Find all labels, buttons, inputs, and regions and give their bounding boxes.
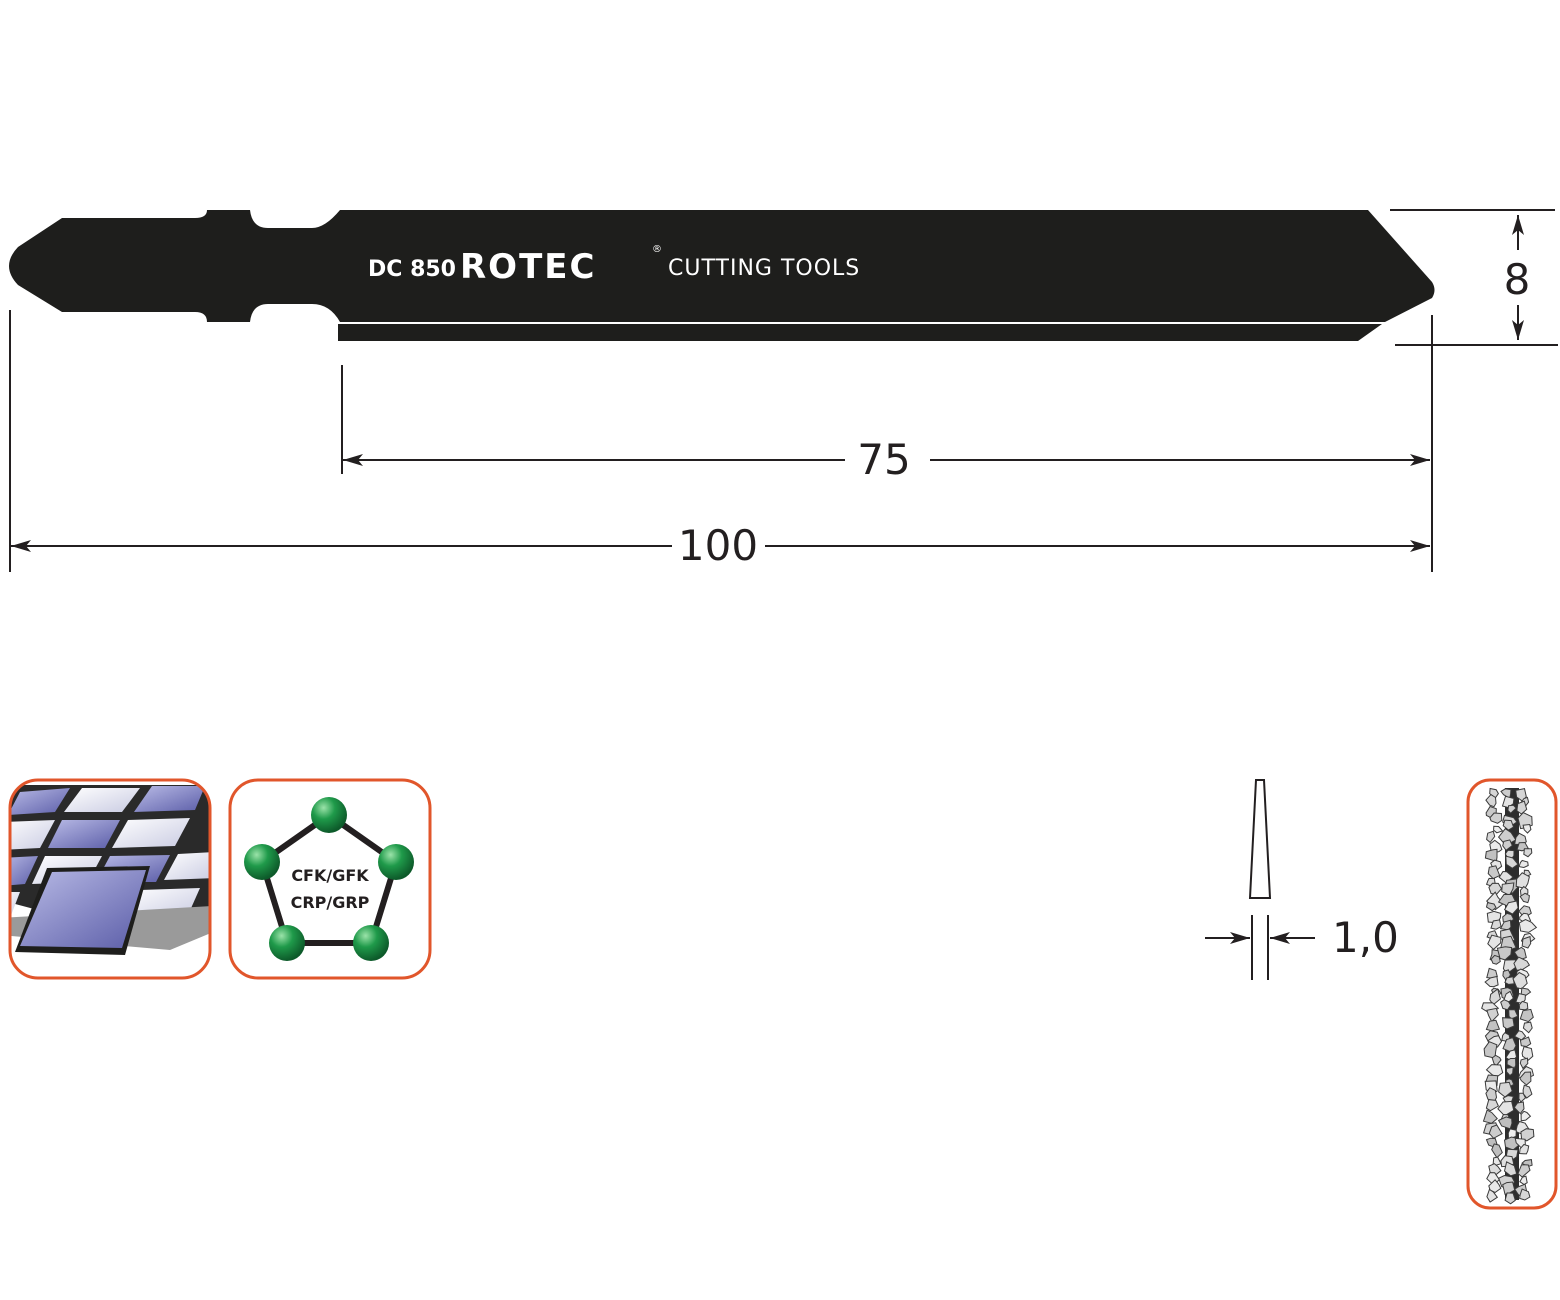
grit-chip xyxy=(1518,1143,1530,1155)
grit-chip xyxy=(1517,1164,1531,1178)
grit-chip xyxy=(1507,804,1517,814)
diamond-grit-icon xyxy=(1466,778,1558,1210)
grit-chip xyxy=(1521,1045,1534,1061)
registered-mark: ® xyxy=(652,244,662,255)
thickness-profile xyxy=(1205,779,1315,980)
grit-chip xyxy=(1503,900,1519,915)
grit-chip xyxy=(1518,1000,1529,1011)
grit-chip xyxy=(1522,1084,1533,1099)
grit-chip xyxy=(1518,1092,1527,1103)
grit-chip xyxy=(1488,1179,1502,1193)
grit-chip xyxy=(1503,1161,1518,1177)
fibre-composite-icon xyxy=(228,778,432,980)
grit-chip xyxy=(1522,823,1532,834)
grit-chip xyxy=(1490,954,1501,965)
grit-chip xyxy=(1485,902,1497,912)
blade-tooth-edge xyxy=(338,324,1382,341)
grit-chip xyxy=(1490,919,1502,930)
grit-chip xyxy=(1505,855,1519,869)
grit-chip xyxy=(1504,1192,1516,1205)
grit-chip xyxy=(1484,975,1499,988)
grit-chip xyxy=(1487,934,1502,951)
grit-chip xyxy=(1482,1109,1498,1124)
grit-chip xyxy=(1519,1071,1532,1086)
grit-chip xyxy=(1505,1066,1514,1077)
grit-chip xyxy=(1519,892,1530,904)
grit-chip xyxy=(1518,919,1538,933)
grit-chip xyxy=(1489,787,1499,799)
grit-chip xyxy=(1520,1128,1535,1142)
grit-chip xyxy=(1506,1058,1517,1069)
grit-chip xyxy=(1519,1188,1531,1201)
extension-lines xyxy=(9,310,1433,572)
grit-chip xyxy=(1489,812,1503,824)
grit-chip xyxy=(1485,1099,1500,1112)
total-length-value: 100 xyxy=(678,521,758,570)
grit-chip xyxy=(1502,839,1513,852)
grit-chip xyxy=(1519,1057,1529,1070)
brand-logo: ROTEC xyxy=(460,247,596,287)
thickness-value: 1,0 xyxy=(1332,913,1399,962)
grit-chip xyxy=(1500,999,1512,1011)
blade-shank xyxy=(9,210,1435,322)
grit-chip xyxy=(1488,1124,1503,1139)
grit-chip xyxy=(1522,1021,1533,1034)
grit-chip xyxy=(1521,935,1532,949)
grit-chip xyxy=(1489,988,1501,1006)
grit-chip xyxy=(1518,859,1529,869)
grit-chip xyxy=(1502,1017,1515,1030)
grit-chip xyxy=(1513,1101,1525,1115)
grit-chip xyxy=(1519,1036,1532,1048)
grit-chip xyxy=(1485,1019,1501,1032)
brand-tagline: CUTTING TOOLS xyxy=(668,256,860,281)
grit-chip xyxy=(1486,1188,1499,1203)
grit-chip xyxy=(1523,848,1533,858)
working-length-value: 75 xyxy=(857,435,910,484)
grit-chip xyxy=(1504,976,1515,985)
grit-chip xyxy=(1493,825,1504,834)
grit-chip xyxy=(1520,1110,1532,1122)
blade-code: DC 850 xyxy=(368,257,456,282)
grit-chip xyxy=(1519,1008,1534,1023)
grit-chip xyxy=(1486,830,1496,844)
width-value: 8 xyxy=(1504,255,1531,304)
grit-chip xyxy=(1485,793,1497,808)
ceramic-tile-icon xyxy=(8,778,212,980)
grit-chip xyxy=(1502,819,1515,831)
grit-chip xyxy=(1485,891,1505,911)
jigsaw-blade: DC 850 ROTEC ® CUTTING TOOLS xyxy=(9,210,1435,341)
material-label-line1: CFK/GFK xyxy=(291,866,369,885)
width-dimension xyxy=(1390,209,1558,346)
material-label-line2: CRP/GRP xyxy=(291,893,370,912)
